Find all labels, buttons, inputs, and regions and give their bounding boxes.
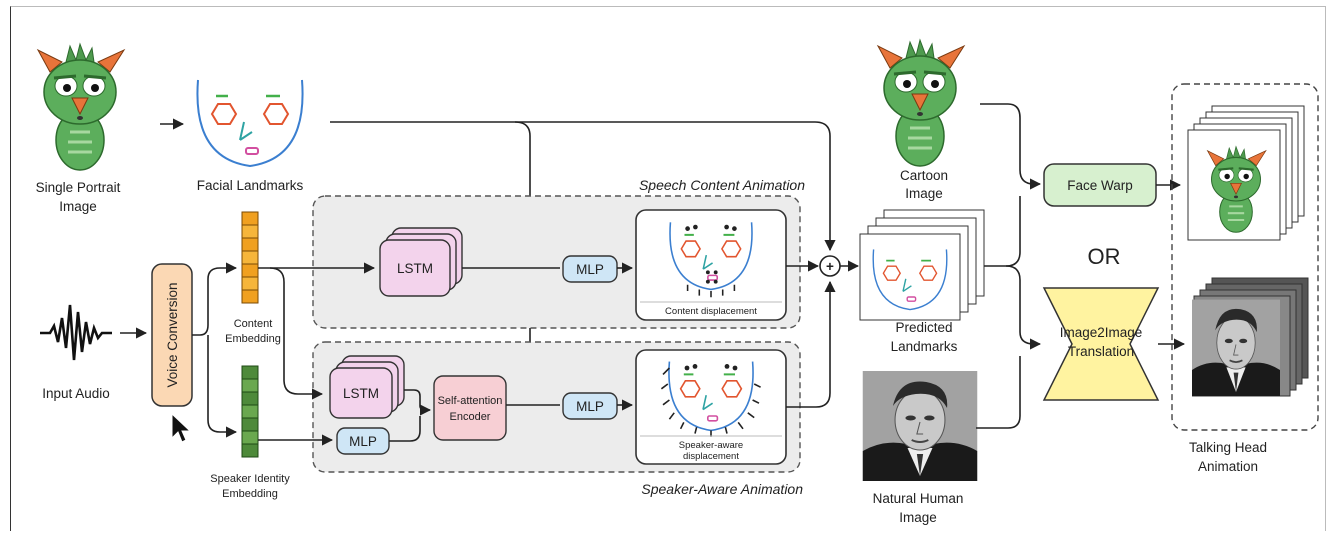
cartoon-image-dragon (876, 38, 966, 168)
lstm-bottom-block (329, 355, 405, 419)
speaker-displacement-label-1: Speaker-aware (679, 440, 743, 451)
mlp-mid-box (562, 392, 618, 420)
mlp-mid-label: MLP (576, 399, 604, 414)
input-audio-label: Input Audio (42, 386, 110, 401)
self-attention-box (433, 375, 507, 441)
self-attention-label-2: Encoder (450, 411, 491, 423)
image2image-label-1: Image2Image (1060, 325, 1143, 340)
image2image-shape (1042, 287, 1160, 401)
predicted-landmarks-label-2: Landmarks (891, 339, 958, 354)
line-cartoon-to-facewarp (980, 103, 1042, 190)
arrow-speaker-to-plus (786, 280, 836, 408)
mlp-top-label: MLP (576, 262, 604, 277)
line-landmarks-to-facewarp (984, 196, 1021, 267)
natural-human-label-2: Image (899, 510, 937, 525)
facial-landmarks-label: Facial Landmarks (197, 178, 304, 193)
talking-head-panel (1171, 83, 1319, 431)
speaker-embedding-vector (241, 365, 259, 458)
predicted-landmarks-label-1: Predicted (895, 320, 952, 335)
content-displacement-face (669, 221, 753, 298)
single-portrait-dragon (36, 42, 126, 172)
mouse-cursor-icon (171, 412, 192, 443)
cartoon-image-label-2: Image (905, 186, 943, 201)
content-displacement-panel (635, 209, 787, 321)
voice-conversion-label: Voice Conversion (165, 282, 180, 387)
speaker-embedding-label-2: Embedding (222, 488, 278, 500)
self-attention-label-1: Self-attention (438, 395, 503, 407)
cartoon-image-label-1: Cartoon (900, 168, 948, 183)
speaker-aware-title: Speaker-Aware Animation (641, 481, 803, 497)
natural-human-photo (861, 369, 979, 483)
content-embedding-label-2: Embedding (225, 333, 281, 345)
single-portrait-label-2: Image (59, 199, 97, 214)
single-portrait-label-1: Single Portrait (36, 180, 121, 195)
speaker-displacement-label-2: displacement (683, 451, 739, 462)
talking-head-label-1: Talking Head (1189, 440, 1267, 455)
sum-plus-label: + (826, 259, 834, 274)
talking-head-cartoon-frames (1187, 105, 1305, 241)
line-voice-to-speaker-embedding (207, 335, 238, 438)
line-lstm-to-attention (404, 389, 432, 416)
speaker-displacement-face (660, 360, 761, 437)
content-embedding-vector (241, 211, 259, 304)
line-content-to-lstm-bottom (269, 267, 324, 400)
talking-head-label-2: Animation (1198, 459, 1258, 474)
mlp-top-box (562, 255, 618, 283)
content-embedding-label-1: Content (234, 318, 273, 330)
line-landmarks-to-plus (515, 121, 836, 252)
mlp-bottom-label: MLP (349, 434, 377, 449)
line-voice-to-content-embedding (192, 262, 238, 336)
speaker-embedding-label-1: Speaker Identity (210, 473, 290, 485)
lstm-top-block (379, 227, 463, 297)
facial-landmarks-image (196, 78, 304, 168)
lstm-top-label: LSTM (397, 261, 433, 276)
audio-waveform-icon (40, 304, 112, 361)
line-landmarks-to-image2image (1005, 265, 1042, 350)
line-mlp-to-attention (389, 416, 421, 442)
or-label: OR (1088, 244, 1121, 269)
natural-human-label-1: Natural Human (873, 491, 964, 506)
line-human-to-image2image (976, 356, 1021, 429)
face-warp-label: Face Warp (1067, 178, 1133, 193)
figure-frame (10, 6, 1326, 531)
image2image-label-2: Translation (1068, 344, 1134, 359)
talking-head-human-frames (1191, 277, 1309, 398)
lstm-bottom-label: LSTM (343, 386, 379, 401)
content-displacement-label: Content displacement (665, 306, 757, 317)
predicted-landmarks-stack (859, 209, 985, 321)
speech-content-title: Speech Content Animation (639, 177, 805, 193)
